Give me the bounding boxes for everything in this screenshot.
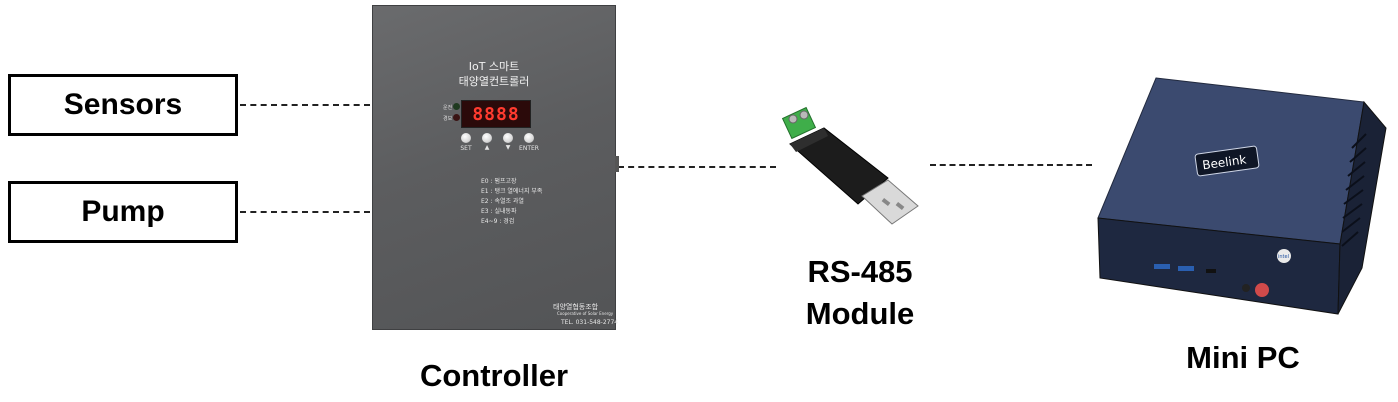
module-body [789,127,889,205]
controller-phone: TEL. 031-548-2774 [561,319,619,326]
led-display: 8888 [461,100,531,128]
alarm-led-label: 경보 [443,116,453,122]
error-code-e2: E2 : 속열조 과열 [481,198,524,205]
usb-port-2 [1178,266,1194,271]
power-button[interactable] [1255,283,1269,297]
beelink-badge [1194,145,1260,177]
error-code-e4-9: E4~9 : 경검 [481,218,515,225]
up-button[interactable] [482,133,492,143]
controller-title-line1: IoT 스마트 [468,60,520,73]
controller-brand-sub: Cooperative of Solar Energy [557,311,614,316]
run-led-label: 운전 [443,105,453,111]
rs485-minipc-connector [930,164,1092,166]
rs485-module-image [781,106,919,225]
down-button[interactable] [503,133,513,143]
enter-button[interactable] [524,133,534,143]
up-button-label: ▲ [484,144,490,151]
controller-caption: Controller [419,358,569,393]
mini-pc-caption: Mini PC [1186,340,1300,375]
error-code-e3: E3 : 실내동파 [481,208,517,215]
sensors-box: Sensors [8,74,238,136]
mini-pc-image: Beelink intel [1097,77,1387,315]
terminal-block [781,106,817,140]
pump-box: Pump [8,181,238,243]
intel-badge [1277,249,1291,263]
down-button-label: ▼ [505,144,511,151]
enter-button-label: ENTER [519,145,539,152]
controller-rs485-connector [618,166,776,168]
pump-label: Pump [81,195,165,228]
beelink-logo: Beelink [1201,152,1247,172]
controller-title-line2: 태양열컨트롤러 [458,75,530,88]
usb-plug [861,179,919,225]
run-led [453,103,460,110]
intel-logo: intel [1278,254,1289,260]
set-button[interactable] [461,133,471,143]
usb-port-1 [1154,264,1170,269]
controller-side-notch [615,156,619,172]
rs485-caption-line1: RS-485 [807,254,913,289]
controller-device: IoT 스마트 태양열컨트롤러 운전 경보 8888 SET ▲ ▼ ENTER… [372,5,619,330]
error-code-e1: E1 : 탱크 열에너지 부족 [481,188,543,195]
controller-brand: 태양열협동조합 [553,303,599,311]
alarm-led [453,114,460,121]
sensors-connector [240,104,370,106]
pc-side [1337,100,1387,315]
pump-connector [240,211,370,213]
sensors-label: Sensors [63,88,183,121]
rs485-caption-line2: Module [805,296,915,331]
error-code-e0: E0 : 펌프고장 [481,178,517,185]
set-button-label: SET [460,145,472,152]
